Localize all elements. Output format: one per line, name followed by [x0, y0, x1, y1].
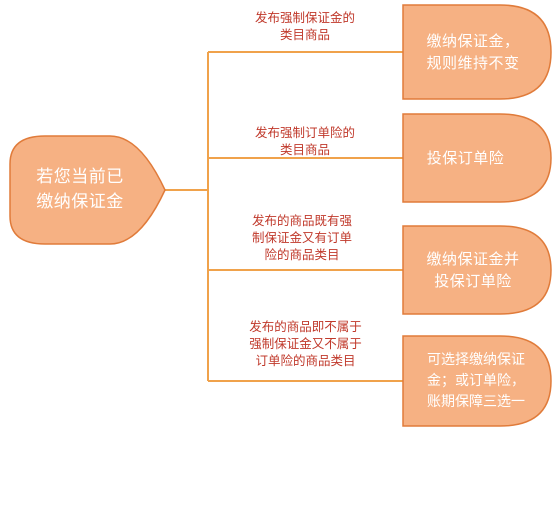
branch-result-4: 可选择缴纳保证 金；或订单险， 账期保障三选一 — [427, 351, 525, 410]
result-node-shape-4 — [402, 335, 552, 427]
branch-condition-2: 发布强制订单险的 类目商品 — [254, 125, 355, 157]
result-node-shape-3 — [402, 225, 552, 315]
result-node-shape-1 — [402, 4, 552, 100]
branch-condition-1: 发布强制保证金的 类目商品 — [254, 10, 355, 42]
connectors — [165, 51, 403, 382]
source-node-label: 若您当前已 缴纳保证金 — [36, 167, 124, 212]
branch-condition-4: 发布的商品即不属于 强制保证金又不属于 订单险的商品类目 — [249, 319, 362, 368]
branch-result-3: 缴纳保证金并 投保订单险 — [426, 250, 520, 290]
result-node-shape-2 — [402, 113, 552, 203]
branch-result-1: 缴纳保证金， 规则维持不变 — [426, 32, 520, 72]
branch-result-2: 投保订单险 — [426, 149, 505, 167]
source-node-shape — [9, 135, 166, 245]
branch-condition-3: 发布的商品既有强 制保证金又有订单 险的商品类目 — [251, 213, 352, 262]
